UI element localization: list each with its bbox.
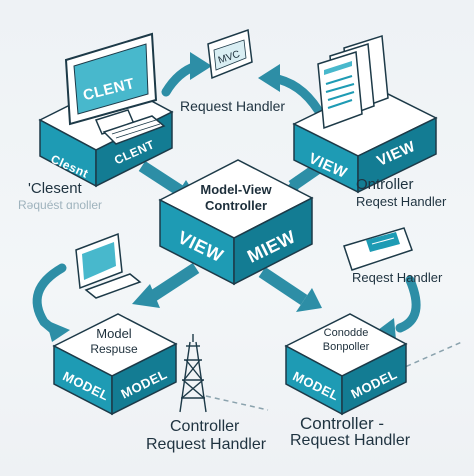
bottom-right-caption-line2: Request Handler bbox=[290, 432, 411, 449]
arrow-center-to-model-left bbox=[146, 262, 200, 304]
client-caption-sub: Rəquést ɑnoller bbox=[18, 198, 103, 212]
small-card-right bbox=[343, 227, 413, 271]
model-left-title-line2: Respuse bbox=[90, 342, 138, 356]
dashed-connector-right bbox=[397, 341, 463, 371]
bottom-center-caption-line1: Controller bbox=[170, 418, 240, 435]
client-monitor bbox=[64, 32, 166, 145]
arrow-loop-right bbox=[395, 275, 421, 333]
arrow-loop-left bbox=[32, 263, 67, 337]
model-right-right-face bbox=[341, 342, 407, 416]
arrow-center-to-model-right bbox=[258, 267, 308, 305]
model-left-right-face bbox=[111, 342, 177, 416]
view-caption-main: Ontroller bbox=[356, 176, 414, 193]
arrow-center-to-model-right-head bbox=[296, 288, 322, 312]
view-node: VIEW VIEW bbox=[292, 35, 438, 194]
client-node: CLENT Clesnt CLENT bbox=[38, 32, 174, 188]
view-block-right-face bbox=[357, 116, 437, 194]
center-title-line2: Controller bbox=[205, 198, 267, 213]
model-left-node: Model Respuse MODEL MODEL bbox=[52, 313, 178, 416]
dashed-connector-bottom bbox=[205, 395, 269, 411]
client-caption-main: 'Clesent bbox=[28, 180, 82, 197]
model-right-title-line2: Bonpoller bbox=[323, 341, 370, 353]
arrow-loop-left-head bbox=[46, 320, 70, 342]
bottom-center-caption-line2: Request Handler bbox=[146, 436, 267, 453]
center-title-line1: Model-View bbox=[200, 182, 272, 197]
center-node: Model-View Controller VIEW MIEW bbox=[158, 159, 314, 286]
view-documents bbox=[317, 35, 389, 130]
view-caption-sub: Reqest Handler bbox=[356, 194, 447, 209]
model-right-title-line1: Conodde bbox=[324, 327, 369, 339]
tower-icon bbox=[179, 334, 207, 413]
arrow-loop-right-head bbox=[378, 318, 396, 340]
arrow-client-to-center bbox=[138, 160, 186, 198]
arrow-client-to-mvc-head bbox=[190, 52, 212, 80]
mvc-card: MVC bbox=[207, 28, 253, 80]
request-handler-right-label: Reqest Handler bbox=[352, 270, 443, 285]
small-monitor bbox=[75, 232, 142, 299]
arrow-center-to-model-left-head bbox=[132, 284, 160, 308]
arrow-view-to-mvc-head bbox=[258, 64, 280, 92]
bottom-right-caption-line1: Controller - bbox=[300, 414, 385, 433]
model-left-title-line1: Model bbox=[96, 326, 132, 341]
center-block-right-face bbox=[233, 196, 313, 286]
request-handler-top-label: Request Handler bbox=[180, 98, 286, 114]
